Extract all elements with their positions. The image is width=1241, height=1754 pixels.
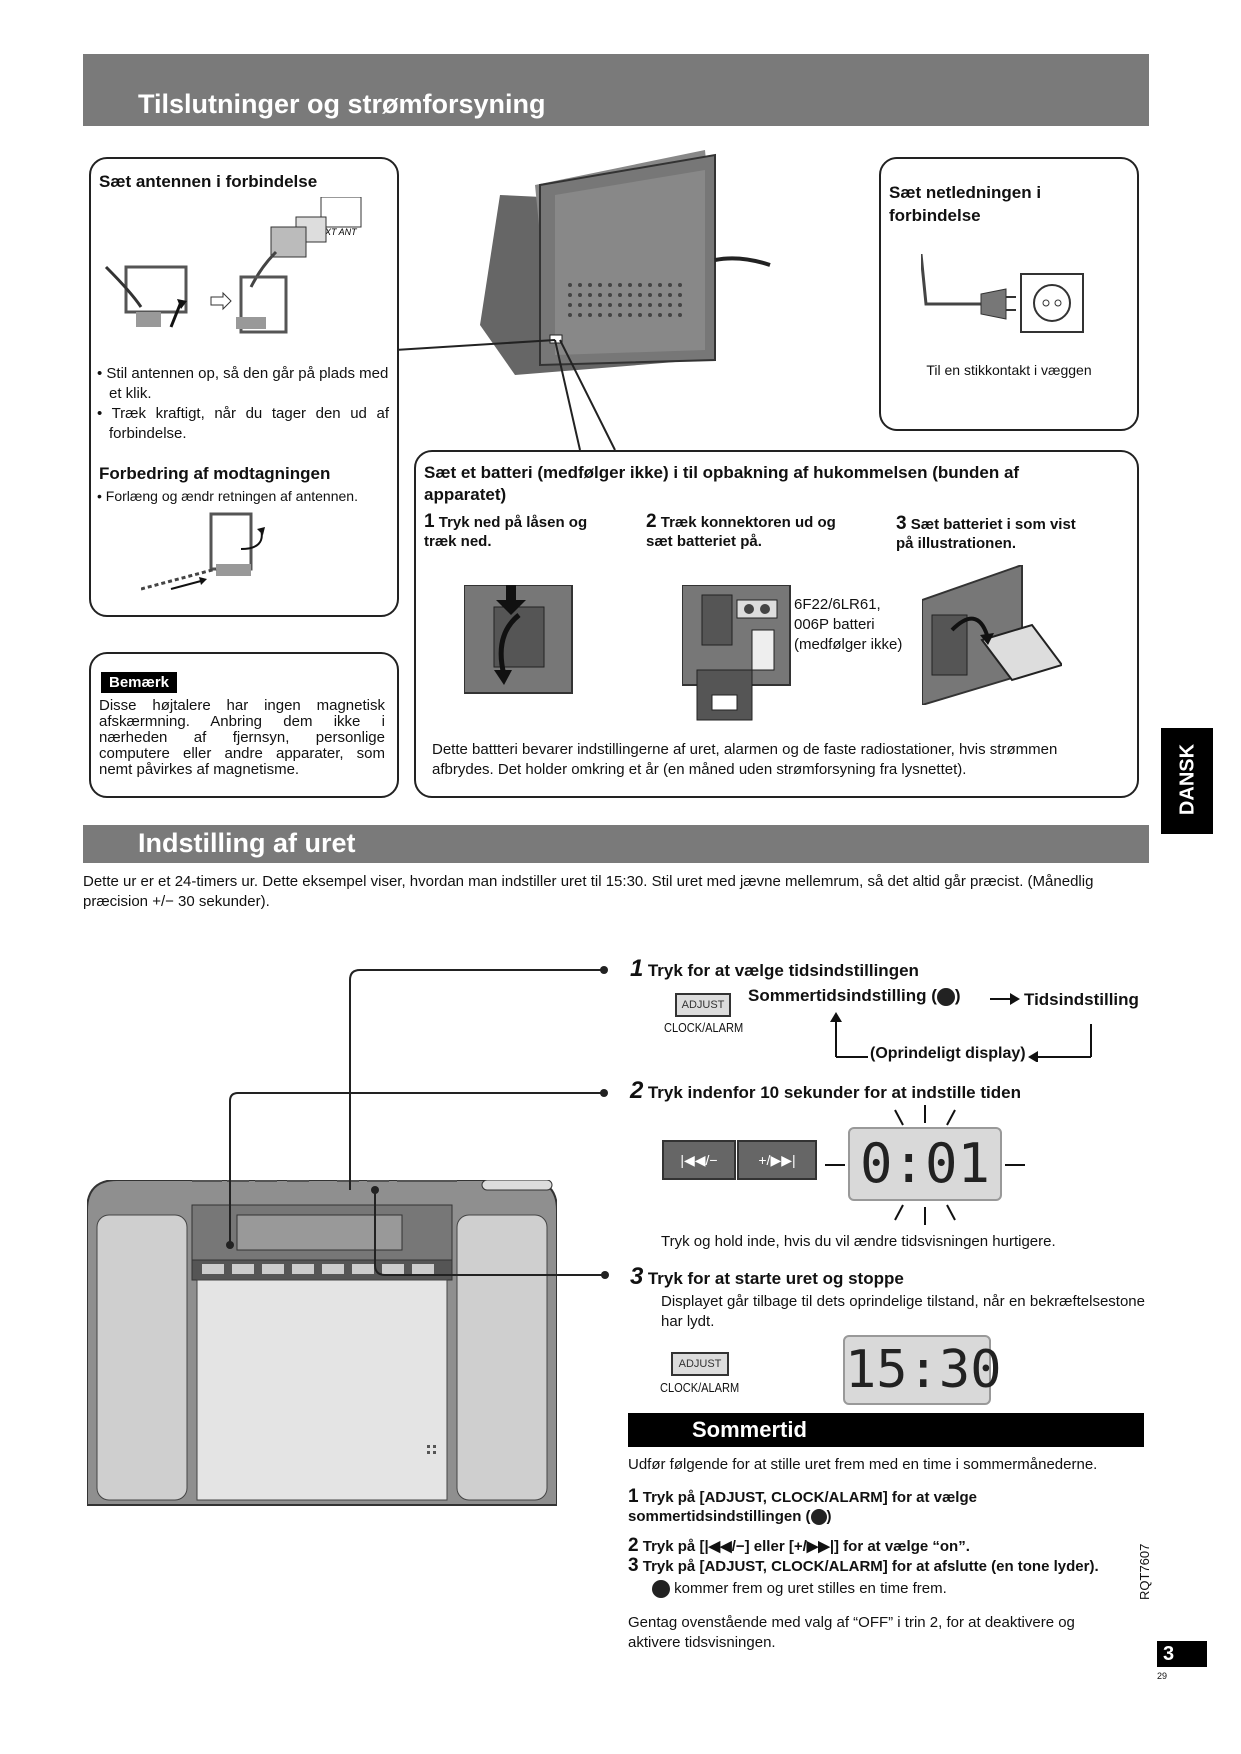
battery-step-2-illustration (682, 585, 791, 721)
battery-step-1-num: 1 (424, 511, 435, 532)
display-final: 15:30 (843, 1335, 1002, 1405)
page-number-box: 3 (1157, 1641, 1207, 1667)
clock-step-3-desc: Displayet går tilbage til dets oprindeli… (661, 1293, 1145, 1330)
section-title: Indstilling af uret (138, 828, 356, 858)
clock-step-2-text: Tryk indenfor 10 sekunder for at indstil… (647, 1083, 1021, 1102)
battery-step-3-illustration (922, 565, 1062, 705)
side-tab-language: DANSK (1161, 728, 1213, 834)
flow-return-arrows (830, 1012, 1092, 1062)
blink-rays (825, 1105, 1025, 1225)
adjust-button-3-sublabel: CLOCK/ALARM (660, 1380, 740, 1395)
adjust-button-3[interactable]: ADJUST (671, 1352, 729, 1376)
flow-summer-setting: Sommertidsindstilling () (748, 986, 961, 1006)
antenna-box: Sæt antennen i forbindelse EXT ANT • Sti… (89, 157, 399, 617)
summer-intro: Udfør følgende for at stille uret frem m… (628, 1456, 1098, 1473)
ext-ant-label: EXT ANT (319, 227, 358, 237)
battery-step-1-illustration (464, 585, 573, 694)
summer-title: Sommertid (692, 1417, 807, 1442)
display-blinking: 0:01 (848, 1127, 1002, 1201)
power-caption: Til en stikkontakt i væggen (926, 362, 1092, 378)
plug-illustration (921, 254, 1084, 333)
summer-banner: Sommertid (628, 1413, 1144, 1447)
clock-step-1-num: 1 (630, 955, 644, 982)
section-title: Tilslutninger og strømforsyning (138, 89, 546, 119)
summer-step-1: 1 Tryk på [ADJUST, CLOCK/ALARM] for at v… (628, 1486, 977, 1526)
clock-step-1-text: Tryk for at vælge tidsindstillingen (647, 961, 919, 980)
summer-step-2-num: 2 (628, 1535, 639, 1556)
power-box: Sæt netledningen i forbindelse Til en st… (879, 157, 1139, 431)
battery-step-3-num: 3 (896, 513, 907, 534)
clock-step-3: 3 Tryk for at starte uret og stoppe (630, 1263, 904, 1291)
antenna-illustration: EXT ANT (104, 197, 362, 334)
display-final-value: 15:30 (845, 1340, 1002, 1400)
page-number: 3 (1163, 1643, 1175, 1665)
improve-title: Forbedring af modtagningen (99, 464, 331, 483)
adjust-button-1[interactable]: ADJUST (675, 993, 731, 1017)
summer-step-3: 3 Tryk på [ADJUST, CLOCK/ALARM] for at a… (628, 1555, 1099, 1576)
summer-sun-icon (810, 1509, 827, 1526)
note-label: Bemærk (101, 672, 178, 693)
battery-step-3: 3 Sæt batteriet i som vist på illustrati… (896, 513, 1076, 552)
summer-sun-icon (936, 987, 955, 1006)
clock-intro: Dette ur er et 24-timers ur. Dette eksem… (83, 873, 1094, 910)
improve-illustration (141, 512, 265, 591)
skip-back-button[interactable]: |◀◀/− (662, 1140, 736, 1180)
summer-step-3-num: 3 (628, 1555, 639, 1576)
battery-footer: Dette battteri bevarer indstillingerne a… (432, 741, 1058, 778)
summer-step-3-sub: kommer frem og uret stilles en time frem… (652, 1579, 947, 1599)
battery-box: Sæt et batteri (medfølger ikke) i til op… (414, 450, 1139, 798)
power-title: Sæt netledningen i forbindelse (889, 183, 1042, 225)
battery-title: Sæt et batteri (medfølger ikke) i til op… (424, 463, 1020, 504)
skip-forward-button[interactable]: +/▶▶| (737, 1140, 817, 1180)
flow-time-setting: Tidsindstilling (1024, 990, 1139, 1009)
note-box: Bemærk Disse højtalere har ingen magneti… (89, 652, 399, 798)
side-tab-label: DANSK (1176, 743, 1199, 816)
section-banner-clock: Indstilling af uret (83, 825, 1149, 863)
clock-step-3-num: 3 (630, 1263, 644, 1290)
battery-step-1: 1 Tryk ned på låsen og træk ned. (424, 511, 588, 550)
clock-step-2-caption: Tryk og hold inde, hvis du vil ændre tid… (661, 1233, 1056, 1250)
leader-line-3 (371, 1186, 609, 1279)
adjust-button-1-sublabel: CLOCK/ALARM (664, 1020, 744, 1035)
battery-step-2-num: 2 (646, 511, 657, 532)
unit-front-illustration (87, 1180, 557, 1506)
connector-lines (395, 339, 616, 451)
display-blinking-value: 0:01 (859, 1132, 991, 1195)
summer-sun-icon (652, 1580, 670, 1599)
summer-footer: Gentag ovenstående med valg af “OFF” i t… (628, 1614, 1075, 1651)
improve-bullet: • Forlæng og ændr retningen af antennen. (97, 488, 358, 504)
clock-step-3-text: Tryk for at starte uret og stoppe (647, 1269, 904, 1288)
antenna-bullet-1: • Stil antennen op, så den går på plads … (97, 365, 389, 402)
section-banner-connections: Tilslutninger og strømforsyning (83, 54, 1149, 126)
model-number: RQT7607 (1137, 1543, 1152, 1600)
page-small-number: 29 (1157, 1671, 1168, 1681)
summer-step-2: 2 Tryk på [|◀◀/−] eller [+/▶▶|] for at v… (628, 1535, 970, 1556)
flow-arrow-right (990, 993, 1020, 1005)
battery-type-label: 6F22/6LR61, 006P batteri (medfølger ikke… (794, 596, 903, 653)
leader-lines (226, 966, 608, 1249)
clock-step-2-num: 2 (630, 1077, 644, 1104)
flow-original-display: (Oprindeligt display) (870, 1045, 1026, 1062)
note-text: Disse højtalere har ingen magnetisk afsk… (99, 697, 385, 778)
antenna-bullets: • Stil antennen op, så den går på plads … (97, 364, 389, 444)
device-back-illustration (480, 150, 771, 375)
battery-step-2: 2 Træk konnektoren ud og sæt batteriet p… (646, 511, 836, 550)
antenna-bullet-2: • Træk kraftigt, når du tager den ud af … (97, 405, 389, 442)
antenna-title: Sæt antennen i forbindelse (99, 172, 318, 191)
clock-step-2: 2 Tryk indenfor 10 sekunder for at indst… (630, 1077, 1021, 1105)
clock-step-1: 1 Tryk for at vælge tidsindstillingen (630, 955, 919, 983)
summer-step-1-num: 1 (628, 1486, 639, 1507)
